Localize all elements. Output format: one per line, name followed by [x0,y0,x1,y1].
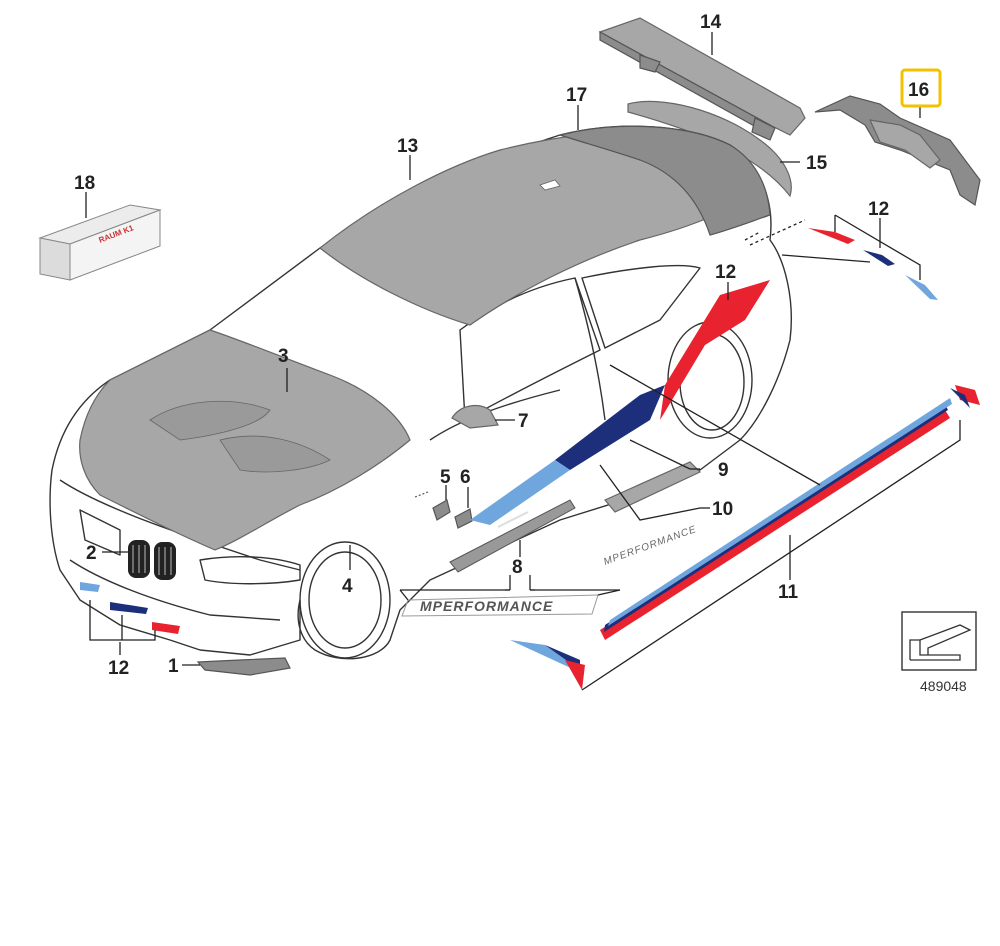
callout-4[interactable]: 4 [342,576,353,597]
callout-12-rear[interactable]: 12 [868,199,889,220]
door-sill-part[interactable] [449,499,576,573]
small-decal-text: MPERFORMANCE [602,524,698,568]
callout-labels: 1 2 3 4 5 6 7 8 9 10 11 12 12 12 13 14 1… [74,12,942,679]
diagram-number: 489048 [920,678,967,694]
callout-1[interactable]: 1 [168,656,179,677]
callout-12-side[interactable]: 12 [715,262,736,283]
large-decal-text: MPERFORMANCE [420,598,553,614]
callout-5[interactable]: 5 [440,467,451,488]
reference-icon [901,611,977,671]
callout-8[interactable]: 8 [512,557,523,578]
callout-3[interactable]: 3 [278,346,289,367]
large-decal-part[interactable]: MPERFORMANCE [401,594,599,617]
front-splitter-part[interactable] [196,657,291,676]
side-skirt-insert-part[interactable] [604,461,702,513]
small-decal-part[interactable]: MPERFORMANCE [602,524,698,568]
rear-m-decals-part[interactable] [808,228,938,300]
fender-badge-part[interactable] [414,491,451,521]
callout-14[interactable]: 14 [700,12,722,33]
package-part[interactable]: RAUM K1 [38,204,162,281]
callout-7[interactable]: 7 [518,411,529,432]
trunk-lid-part[interactable] [557,125,771,236]
callout-13[interactable]: 13 [397,136,418,157]
rear-wing-part[interactable] [598,17,806,141]
side-stripe-long-part[interactable] [510,385,980,690]
leader-lines [85,32,961,691]
kidney-grille-part[interactable] [128,540,176,580]
callout-11[interactable]: 11 [778,582,799,603]
callout-2[interactable]: 2 [86,543,97,564]
callout-16[interactable]: 16 [908,80,929,101]
car-side-stripes [470,280,770,525]
callout-17[interactable]: 17 [566,85,587,106]
front-m-decals-part[interactable] [80,582,180,634]
mirror-cap-part[interactable] [451,404,499,429]
callout-12-front[interactable]: 12 [108,658,129,679]
hood-part[interactable] [79,329,411,551]
callout-10[interactable]: 10 [712,499,733,520]
callout-18[interactable]: 18 [74,173,95,194]
fender-trim-part[interactable] [454,508,473,529]
callout-15[interactable]: 15 [806,153,828,174]
callout-6[interactable]: 6 [460,467,471,488]
highlight-box [900,68,942,108]
rear-diffuser-part[interactable] [814,95,981,206]
callout-9[interactable]: 9 [718,460,729,481]
